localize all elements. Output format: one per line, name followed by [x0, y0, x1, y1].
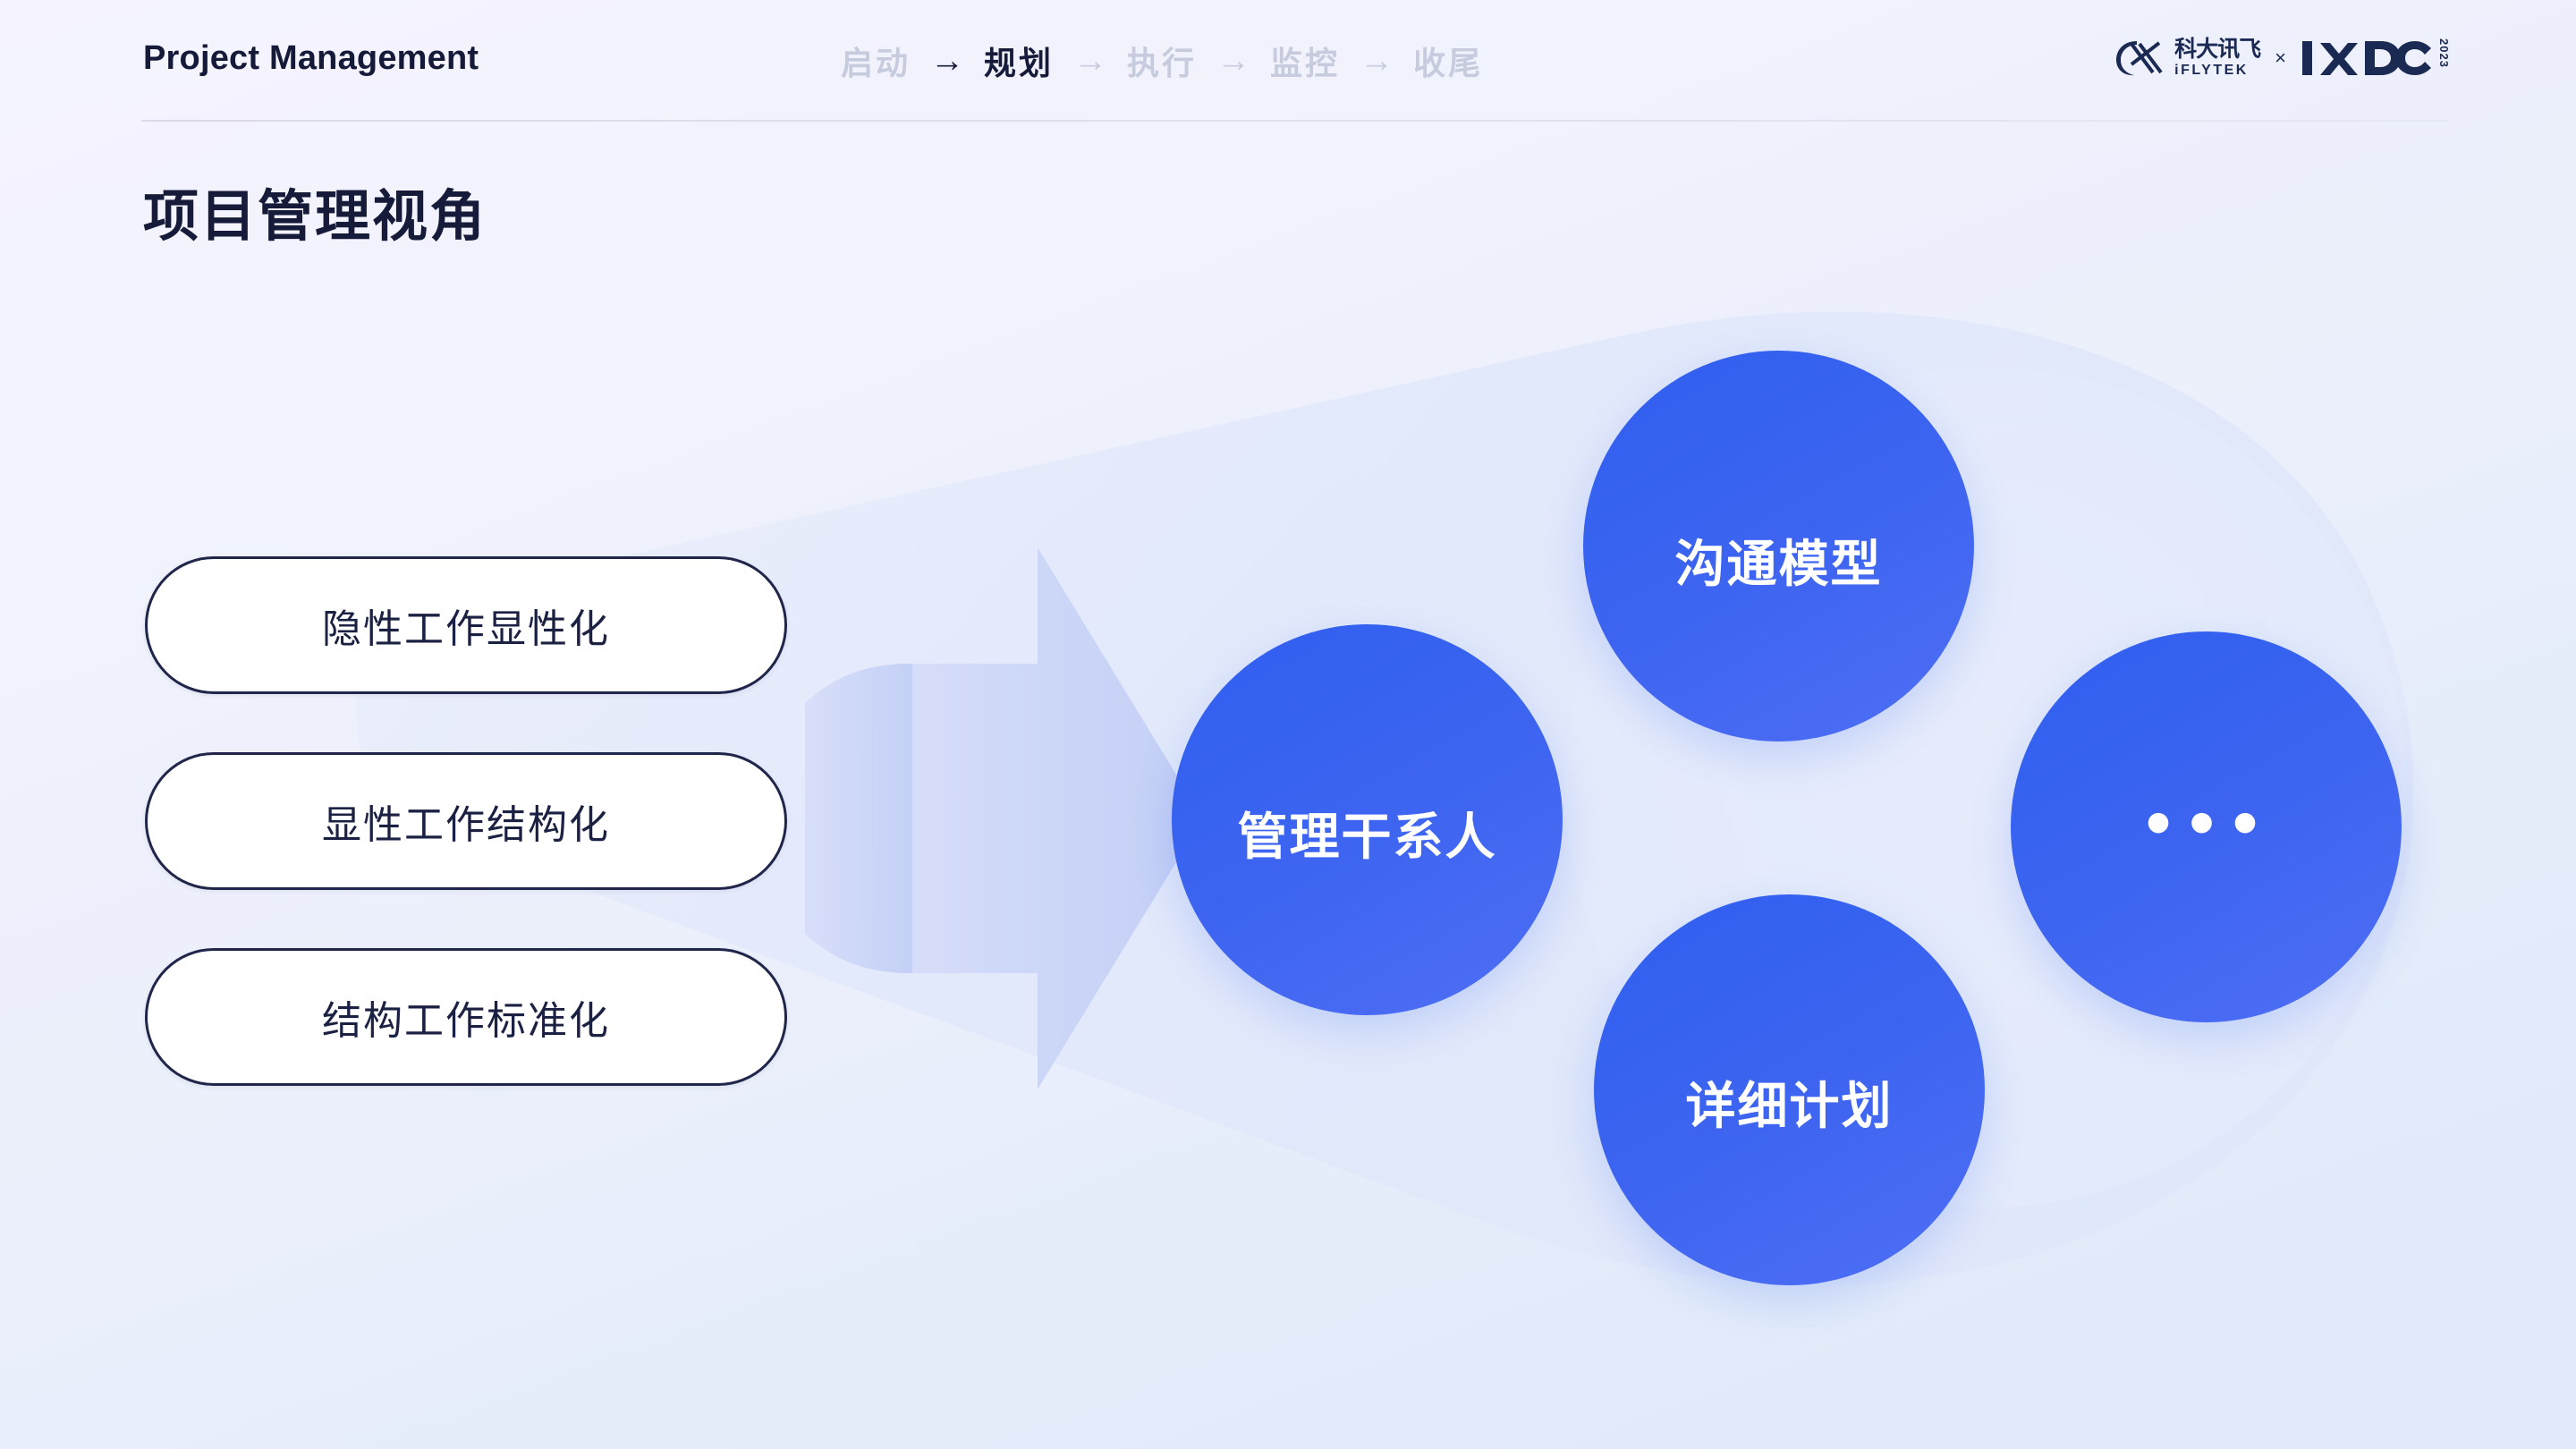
iflytek-logo: 科大讯飞 iFLYTEK	[2114, 37, 2261, 80]
pill-item-3[interactable]: 结构工作标准化	[145, 948, 787, 1086]
arrow-tail	[805, 664, 912, 973]
pill-label-2: 显性工作结构化	[322, 803, 610, 847]
arrow-right-icon-4: →	[1360, 42, 1394, 80]
ixdc-year-text: 2023	[2437, 38, 2451, 68]
iflytek-mark-icon	[2116, 41, 2163, 76]
pill-label-3: 结构工作标准化	[322, 999, 610, 1043]
pill-item-1[interactable]: 隐性工作显性化	[145, 556, 787, 694]
iflytek-cn-text: 科大讯飞	[2174, 37, 2261, 62]
logo-separator-x: ×	[2275, 47, 2286, 69]
circle-more-ellipsis[interactable]: •••	[2011, 631, 2402, 1022]
ellipsis-icon: •••	[2140, 792, 2272, 859]
circle-detailed-plan[interactable]: 详细计划	[1594, 894, 1985, 1285]
chevron-arrow	[894, 547, 1203, 1089]
breadcrumb-item-zhixing[interactable]: 执行	[1127, 45, 1198, 81]
pill-column: 隐性工作显性化 显性工作结构化 结构工作标准化	[145, 556, 787, 1144]
iflytek-en-text: iFLYTEK	[2174, 63, 2249, 78]
arrow-right-icon-3: →	[1216, 42, 1251, 80]
iflytek-wordmark: 科大讯飞 iFLYTEK	[2174, 37, 2261, 78]
circle-communication-model[interactable]: 沟通模型	[1583, 351, 1974, 741]
page-header: Project Management 启动 → 规划 → 执行 → 监控 → 收…	[0, 0, 2576, 122]
breadcrumb-item-guihua[interactable]: 规划	[984, 45, 1055, 81]
pill-label-1: 隐性工作显性化	[322, 607, 610, 651]
ixdc-mark-icon	[2302, 41, 2431, 75]
circle-label-stakeholders: 管理干系人	[1237, 808, 1497, 865]
arrow-right-icon-2: →	[1073, 42, 1108, 80]
breadcrumb-item-jiankong[interactable]: 监控	[1270, 45, 1341, 81]
ixdc-logo: 2023	[2301, 38, 2451, 79]
breadcrumb: 启动 → 规划 → 执行 → 监控 → 收尾	[841, 38, 1483, 84]
brand-title: Project Management	[143, 39, 479, 77]
pill-item-2[interactable]: 显性工作结构化	[145, 752, 787, 890]
arrow-right-icon-1: →	[930, 42, 965, 80]
circle-label-plan: 详细计划	[1685, 1077, 1894, 1134]
logo-lockup: 科大讯飞 iFLYTEK × 2023	[2114, 34, 2451, 82]
circle-label-communication: 沟通模型	[1674, 535, 1883, 592]
breadcrumb-item-qidong[interactable]: 启动	[841, 45, 911, 81]
breadcrumb-item-shouwei[interactable]: 收尾	[1413, 45, 1484, 81]
page-title: 项目管理视角	[143, 186, 487, 248]
header-divider	[141, 120, 2449, 122]
circle-manage-stakeholders[interactable]: 管理干系人	[1172, 624, 1563, 1015]
